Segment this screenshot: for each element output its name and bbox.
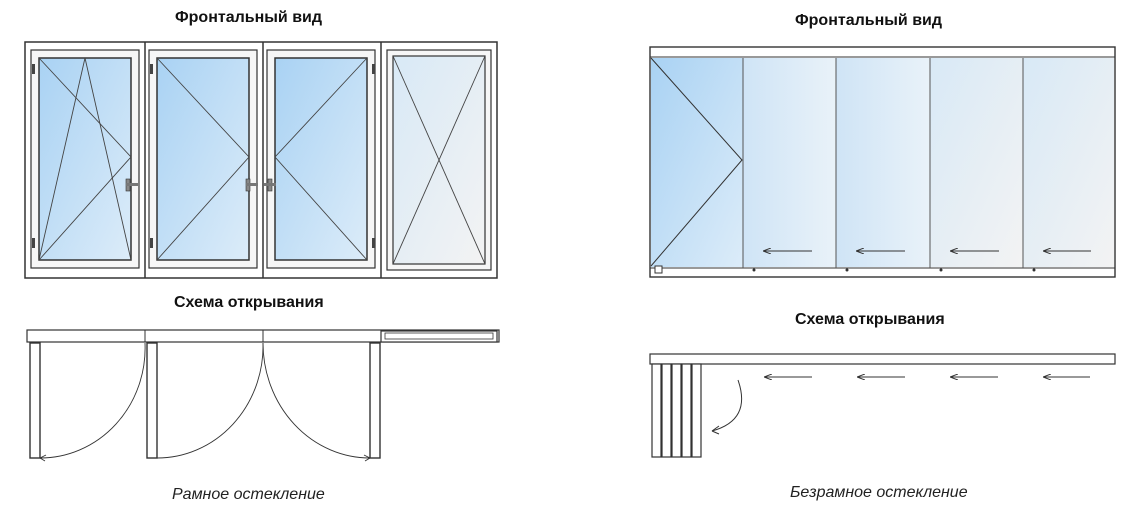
frameless-front-title: Фронтальный вид bbox=[795, 12, 943, 29]
framed-caption: Рамное остекление bbox=[172, 486, 325, 503]
sash-2 bbox=[148, 49, 258, 269]
sash-3 bbox=[264, 49, 376, 269]
frameless-opening-scheme bbox=[649, 353, 1116, 458]
framed-scheme-title: Схема открывания bbox=[174, 294, 324, 311]
frameless-caption: Безрамное остекление bbox=[790, 484, 968, 501]
framed-front-title: Фронтальный вид bbox=[175, 9, 323, 26]
framed-front-view bbox=[24, 41, 498, 279]
frameless-scheme-title: Схема открывания bbox=[795, 311, 945, 328]
frameless-front-view bbox=[649, 46, 1116, 278]
fixed-panel bbox=[386, 49, 492, 271]
sash-1 bbox=[30, 49, 140, 269]
framed-opening-scheme bbox=[26, 329, 500, 462]
